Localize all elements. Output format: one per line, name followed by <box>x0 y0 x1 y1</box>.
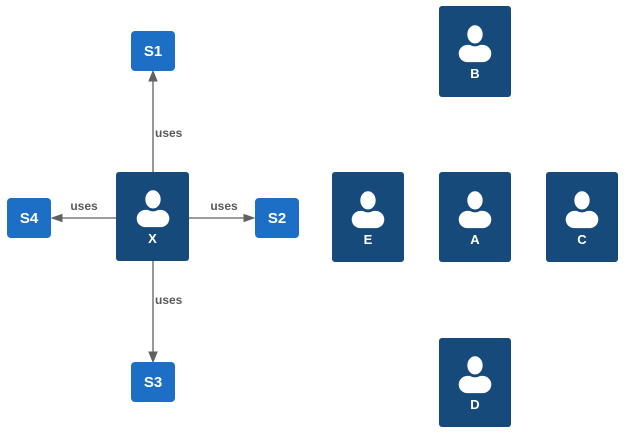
edge-label-uses-s3: uses <box>155 293 183 307</box>
actor-label-x: X <box>148 231 157 246</box>
service-label-s3: S3 <box>143 373 163 391</box>
service-node-s2[interactable]: S2 <box>255 198 299 238</box>
person-label-a: A <box>470 231 480 247</box>
person-icon <box>458 22 492 63</box>
service-label-s1: S1 <box>143 42 163 60</box>
person-icon <box>458 187 492 228</box>
service-label-s4: S4 <box>19 209 39 227</box>
person-node-d[interactable]: D <box>439 338 511 427</box>
edge-x-s3 <box>148 261 158 364</box>
person-icon <box>458 353 492 394</box>
service-node-s1[interactable]: S1 <box>131 31 175 71</box>
person-node-b[interactable]: B <box>439 6 511 97</box>
service-node-s4[interactable]: S4 <box>7 198 51 238</box>
service-label-s2: S2 <box>267 209 287 227</box>
person-label-d: D <box>470 397 480 412</box>
actor-node-x[interactable]: X <box>116 172 189 261</box>
person-icon <box>351 187 385 228</box>
edge-label-uses-s2: uses <box>210 199 238 213</box>
edge-x-s4 <box>50 213 116 223</box>
person-node-c[interactable]: C <box>546 172 618 262</box>
person-label-b: B <box>470 66 480 81</box>
person-node-a[interactable]: A <box>439 172 511 262</box>
edge-x-s1 <box>148 69 158 172</box>
person-icon <box>136 187 169 228</box>
person-label-e: E <box>363 231 373 247</box>
edge-x-s2 <box>189 213 256 223</box>
person-node-e[interactable]: E <box>332 172 404 262</box>
person-label-c: C <box>577 231 587 247</box>
edge-label-uses-s1: uses <box>155 126 183 140</box>
person-icon <box>565 187 599 228</box>
edge-label-uses-s4: uses <box>70 199 98 213</box>
service-node-s3[interactable]: S3 <box>131 362 175 402</box>
